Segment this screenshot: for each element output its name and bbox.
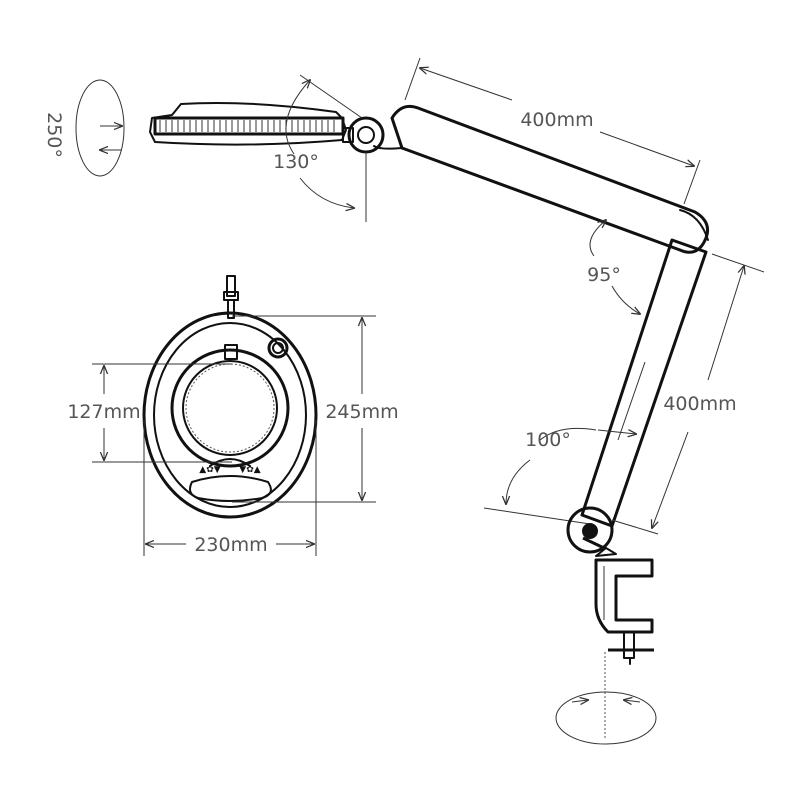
lower-arm-groove [617, 361, 646, 441]
base-rot-arrow-right [624, 700, 641, 702]
head-tilt-indicator: 130° [273, 74, 367, 222]
tilt-arc-upper [285, 80, 310, 155]
upper-dim-line-b [599, 131, 694, 166]
upper-arm-link [373, 145, 403, 150]
base-angle-indicator: 100° [483, 427, 636, 525]
upper-arm [373, 104, 710, 254]
head-height-dimension: 245mm [232, 315, 399, 503]
vent-slots [159, 120, 335, 132]
lens-diameter-label: 127mm [67, 401, 140, 423]
buttons-right-icons: ▼✿▲ [239, 465, 260, 475]
front-top-tab [224, 344, 238, 360]
tilt-arc-lower [299, 177, 354, 208]
head-side-shell [149, 102, 347, 146]
elbow-arc-upper [589, 220, 606, 257]
head-width-dimension: 230mm [143, 420, 317, 556]
base-rotation-indicator [555, 652, 657, 745]
head-side-view [149, 102, 385, 154]
head-front-view: ▲✿▼ ▼✿▲ [142, 275, 318, 519]
head-rotation-indicator: 250° [43, 79, 125, 177]
buttons-left-icons: ▲✿▼ [199, 465, 220, 475]
base-arc-lower [506, 459, 531, 504]
elbow-angle-label: 95° [587, 264, 621, 286]
front-stem-rod [227, 299, 235, 319]
head-rotation-label: 250° [43, 112, 65, 158]
front-lens-ring [170, 348, 290, 468]
upper-dim-ext-right [683, 159, 701, 205]
elbow-angle-indicator: 95° [587, 220, 640, 314]
front-lens-inner [185, 363, 275, 453]
front-stem [226, 275, 236, 297]
upper-dim-line-a [420, 68, 513, 101]
base-rot-arrow-left [571, 700, 588, 702]
base-clamp [566, 506, 654, 665]
head-swivel-pin [357, 126, 375, 144]
front-knob [267, 337, 289, 359]
lower-dim-line-a [707, 266, 744, 381]
base-rotation-ellipse [555, 691, 657, 745]
base-joint-tip [595, 547, 617, 557]
lens-diameter-dimension: 127mm [67, 363, 232, 463]
head-side-vents [153, 116, 345, 136]
head-height-label: 245mm [325, 401, 398, 423]
base-joint [566, 506, 614, 554]
front-inner-shell [153, 322, 307, 508]
base-arc-upper [539, 427, 597, 441]
base-joint-pin [582, 523, 598, 539]
head-tilt-label: 130° [273, 151, 319, 173]
lower-dim-line-b [652, 431, 689, 528]
base-arc-arrow [597, 430, 636, 434]
elbow-arc-lower [611, 285, 640, 314]
upper-arm-dimension: 400mm [404, 57, 701, 205]
rotation-ellipse [75, 79, 125, 177]
lower-arm-length-label: 400mm [663, 393, 736, 415]
front-lens [182, 360, 278, 456]
head-neck [342, 127, 354, 143]
base-ref-line [483, 507, 591, 525]
front-outer-shell [142, 311, 318, 519]
front-switch-panel [189, 475, 272, 502]
clamp-body [594, 558, 654, 634]
base-joint-notch [582, 536, 605, 550]
front-panel-notch [209, 458, 251, 467]
base-angle-label: 100° [525, 429, 571, 451]
front-knob-inner [272, 342, 284, 354]
lower-dim-ext-top [711, 253, 765, 273]
upper-arm-length-label: 400mm [520, 109, 593, 131]
head-width-label: 230mm [194, 534, 267, 556]
upper-arm-body [390, 104, 710, 254]
lower-arm-dimension: 400mm [611, 253, 765, 535]
clamp-screw [623, 631, 635, 659]
elbow-cap [679, 209, 709, 241]
upper-dim-ext-left [404, 57, 421, 101]
lower-dim-ext-bottom [611, 519, 659, 535]
